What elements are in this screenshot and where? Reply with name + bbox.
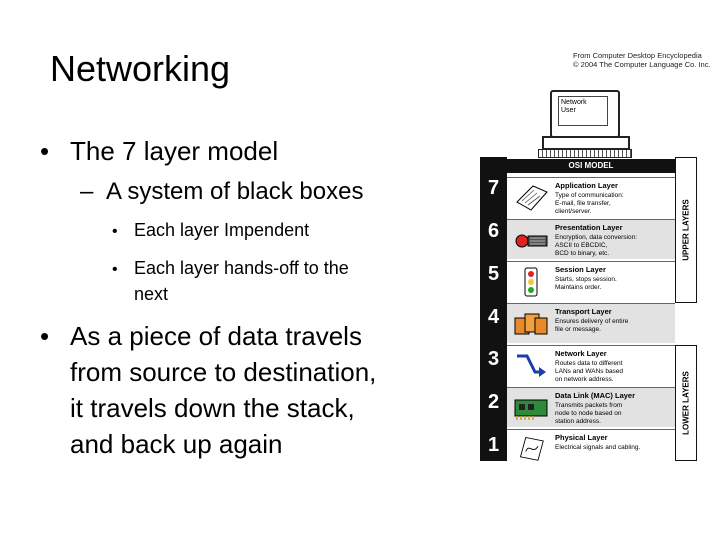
layer-number: 4 [487,306,500,328]
desc-line: Maintains order. [555,284,602,291]
bullet-dot: • [40,321,50,351]
user-label: User [561,107,576,114]
desc-line: E-mail, file transfer, [555,200,611,207]
layer-number-column: 7 6 5 4 3 2 1 [480,157,507,461]
layer-number: 2 [487,391,500,413]
layer-name: Application Layer [555,181,618,190]
desc-line: client/server. [555,208,592,215]
lower-layers-label: LOWER LAYERS [675,345,697,461]
traffic-light-icon [524,267,538,297]
upper-layers-label: UPPER LAYERS [675,157,697,303]
slide-title: Networking [50,48,231,89]
data-link-layer: Data Link (MAC) Layer Transmits packets … [507,387,675,427]
layer-name: Physical Layer [555,433,608,442]
layer-number: 5 [487,263,500,285]
layer-description: Encryption, data conversion: ASCII to EB… [555,234,673,258]
physical-layer: Physical Layer Electrical signals and ca… [507,429,675,461]
layer-number: 3 [487,348,500,370]
cable-icon [519,436,544,461]
keyboard-icon [538,149,632,158]
bullet-dot: • [112,261,118,278]
layer-name: Transport Layer [555,307,612,316]
converter-icon [515,234,548,248]
layer-number: 1 [487,434,500,456]
desc-line: file or message. [555,326,601,333]
source-credit: From Computer Desktop Encyclopedia © 200… [573,51,711,69]
desc-line: Starts, stops session. [555,276,617,283]
bullet-line: from source to destination, [70,357,377,387]
user-label: Network [561,99,587,106]
layer-number: 7 [487,177,500,199]
sub-sub-bullet: • Each layer Impendent [112,218,309,244]
bullet-continuation: next [134,284,169,304]
computer-base [542,136,630,150]
desc-line: Ensures delivery of entire [555,318,629,325]
transport-layer: Transport Layer Ensures delivery of enti… [507,303,675,343]
bullet-data-travels: • As a piece of data travels from source… [40,318,377,462]
desc-line: BCD to binary, etc. [555,250,610,257]
desc-line: LANs and WANs based [555,368,624,375]
bullet-dot: • [40,136,50,166]
side-label-text: UPPER LAYERS [681,199,691,261]
network-layer: Network Layer Routes data to different L… [507,345,675,385]
layer-number: 6 [487,220,500,242]
layer-description: Transmits packets from node to node base… [555,402,673,426]
bullet-seven-layer-model: • The 7 layer model [40,136,279,167]
desc-line: Encryption, data conversion: [555,234,638,241]
credit-line: © 2004 The Computer Language Co. Inc. [573,60,711,69]
desc-line: Routes data to different [555,360,623,367]
session-layer: Session Layer Starts, stops session. Mai… [507,261,675,301]
desc-line: Electrical signals and cabling. [555,444,641,451]
osi-model-header: OSI MODEL [507,159,675,173]
presentation-layer: Presentation Layer Encryption, data conv… [507,219,675,259]
computer-icon: Network User [538,90,632,158]
desc-line: Type of communication: [555,192,624,199]
layer-name: Presentation Layer [555,223,623,232]
bullet-line: As a piece of data travels [70,321,362,351]
routing-arrow-icon [517,354,546,377]
desc-line: station address. [555,418,601,425]
bullet-text: Each layer hands-off to the [134,258,349,278]
monitor: Network User [550,90,620,138]
credit-line: From Computer Desktop Encyclopedia [573,51,702,60]
sub-bullet-black-boxes: –A system of black boxes [80,178,363,206]
layer-name: Network Layer [555,349,607,358]
network-card-icon [514,399,548,420]
bullet-text: The 7 layer model [70,136,279,166]
packages-icon [514,313,548,335]
application-layer: Application Layer Type of communication:… [507,177,675,217]
desc-line: Transmits packets from [555,402,623,409]
layer-name: Session Layer [555,265,606,274]
sub-sub-bullet: • Each layer hands-off to the next [112,256,349,306]
bullet-text: A system of black boxes [106,178,364,205]
bullet-text: Each layer Impendent [134,220,310,240]
desc-line: ASCII to EBCDIC, [555,242,608,249]
desc-line: node to node based on [555,410,622,417]
osi-model-diagram: 7 6 5 4 3 2 1 OSI MODEL Application Laye… [480,157,697,461]
layer-description: Ensures delivery of entire file or messa… [555,318,673,342]
desc-line: on network address. [555,376,614,383]
bullet-line: it travels down the stack, [70,393,355,423]
side-label-text: LOWER LAYERS [681,371,691,435]
layer-description: Type of communication: E-mail, file tran… [555,192,673,216]
bullet-dot: • [112,223,118,240]
monitor-screen: Network User [558,96,608,126]
layer-name: Data Link (MAC) Layer [555,391,636,400]
bullet-line: and back up again [70,429,283,459]
document-icon [516,185,548,211]
layer-description: Routes data to different LANs and WANs b… [555,360,673,384]
layer-description: Starts, stops session. Maintains order. [555,276,673,300]
bullet-dash: – [80,178,94,205]
layer-description: Electrical signals and cabling. [555,444,673,458]
